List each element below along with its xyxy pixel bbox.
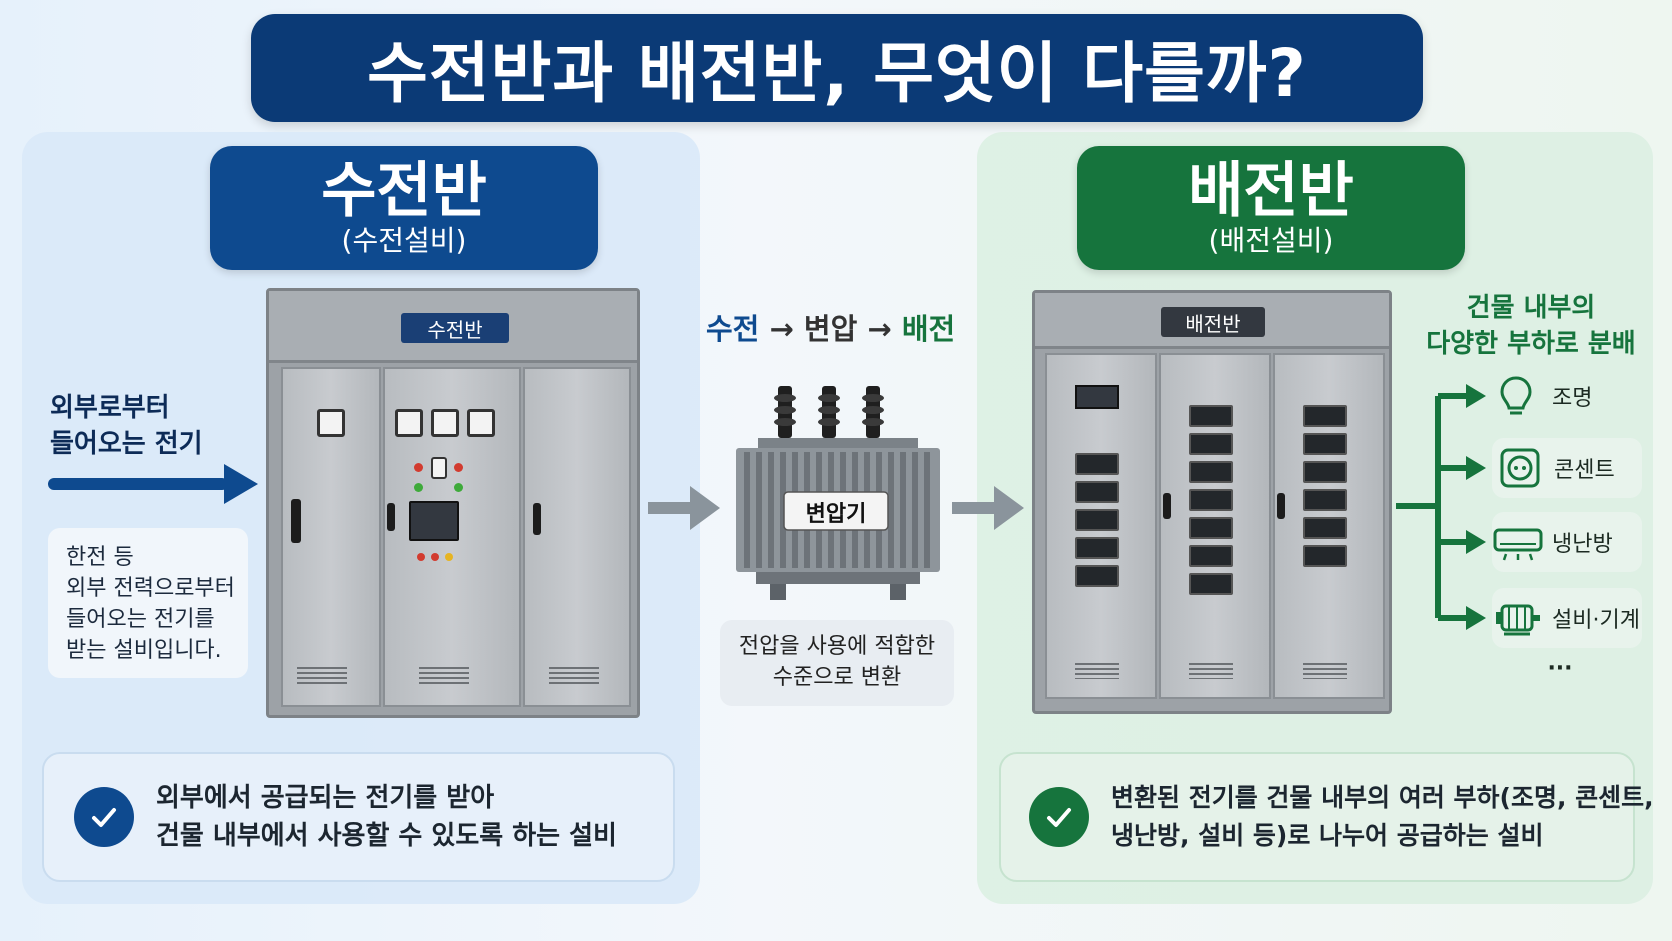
- receiving-summary-box: 외부에서 공급되는 전기를 받아 건물 내부에서 사용할 수 있도록 하는 설비: [42, 752, 675, 882]
- more-loads-ellipsis: ···: [1547, 656, 1573, 681]
- transformer-label: 변압기: [805, 502, 867, 527]
- load-distribution-title: 건물 내부의 다양한 부하로 분배: [1420, 290, 1642, 362]
- branch-arrows-icon: [1396, 384, 1486, 630]
- load-item-outlet: 콘센트: [1492, 438, 1642, 498]
- breaker: [1303, 545, 1347, 567]
- meter-icon: [317, 409, 345, 437]
- flow-step-receive: 수전: [706, 312, 760, 346]
- breaker: [1189, 545, 1233, 567]
- summary-line-1: 외부에서 공급되는 전기를 받아: [156, 783, 495, 813]
- page-title: 수전반과 배전반, 무엇이 다를까?: [367, 35, 1307, 112]
- breaker: [1189, 489, 1233, 511]
- door-handle: [291, 499, 301, 543]
- distribution-panel-cabinet: 배전반: [1032, 290, 1392, 714]
- distribution-summary-text: 변환된 전기를 건물 내부의 여러 부하(조명, 콘센트, 냉난방, 설비 등)…: [1111, 779, 1654, 855]
- breaker: [1189, 461, 1233, 483]
- receiving-description: 한전 등 외부 전력으로부터 들어오는 전기를 받는 설비입니다.: [48, 528, 248, 678]
- receiving-header: 수전반 (수전설비): [210, 146, 598, 270]
- load-title-line-2: 다양한 부하로 분배: [1426, 329, 1636, 359]
- note-line: 한전 등: [66, 545, 134, 570]
- transformer-icon: [736, 386, 940, 600]
- breaker: [1303, 517, 1347, 539]
- breaker: [1303, 461, 1347, 483]
- note-line: 전압을 사용에 적합한: [738, 634, 936, 659]
- incoming-arrow-icon: [48, 464, 258, 504]
- breaker: [1075, 565, 1119, 587]
- title-banner: 수전반과 배전반, 무엇이 다를까?: [251, 14, 1423, 122]
- load-label: 콘센트: [1554, 458, 1615, 483]
- check-icon: [1029, 787, 1089, 847]
- distribution-summary-box: 변환된 전기를 건물 내부의 여러 부하(조명, 콘센트, 냉난방, 설비 등)…: [999, 752, 1654, 882]
- breaker: [1075, 537, 1119, 559]
- receiving-cabinet-plate: 수전반: [401, 313, 509, 343]
- note-line: 들어오는 전기를: [66, 607, 215, 632]
- arrow-right-icon: [648, 486, 720, 530]
- summary-line-1: 변환된 전기를 건물 내부의 여러 부하(조명, 콘센트,: [1111, 783, 1654, 812]
- load-label: 조명: [1552, 386, 1593, 411]
- incoming-power-label: 외부로부터 들어오는 전기: [50, 390, 203, 462]
- controller-display: [409, 501, 459, 541]
- motor-icon: [1496, 604, 1540, 636]
- flow-arrow: →: [769, 312, 794, 346]
- note-line: 수준으로 변환: [772, 665, 902, 690]
- load-item-hvac: 냉난방: [1492, 512, 1642, 572]
- note-line: 받는 설비입니다.: [66, 638, 222, 663]
- meter-icon: [431, 409, 459, 437]
- breaker: [1075, 509, 1119, 531]
- breaker: [1189, 573, 1233, 595]
- meter-icon: [395, 409, 423, 437]
- distribution-header-subtitle: (배전설비): [1208, 224, 1334, 257]
- arrow-right-icon: [952, 486, 1024, 530]
- breaker: [1075, 453, 1119, 475]
- breaker: [1189, 433, 1233, 455]
- load-title-line-1: 건물 내부의: [1466, 293, 1596, 323]
- breaker: [1303, 489, 1347, 511]
- flow-step-distribute: 배전: [901, 312, 956, 346]
- load-item-machinery: 설비·기계: [1492, 588, 1642, 648]
- load-label: 냉난방: [1552, 532, 1613, 557]
- outlet-icon: [1500, 448, 1540, 488]
- flow-step-transform: 변압: [803, 312, 858, 346]
- breaker: [1303, 405, 1347, 427]
- receiving-header-title: 수전반: [321, 156, 487, 226]
- breaker: [1303, 433, 1347, 455]
- receiving-summary-text: 외부에서 공급되는 전기를 받아 건물 내부에서 사용할 수 있도록 하는 설비: [156, 779, 617, 855]
- incoming-line-1: 외부로부터: [50, 393, 170, 423]
- distribution-cabinet-plate: 배전반: [1161, 307, 1265, 337]
- check-icon: [74, 787, 134, 847]
- receiving-header-subtitle: (수전설비): [341, 224, 467, 257]
- distribution-header: 배전반 (배전설비): [1077, 146, 1465, 270]
- flow-sequence: 수전 → 변압 → 배전: [706, 306, 955, 348]
- breaker: [1189, 405, 1233, 427]
- transformer-description: 전압을 사용에 적합한 수준으로 변환: [720, 620, 954, 706]
- bulb-icon: [1500, 376, 1532, 415]
- summary-line-2: 냉난방, 설비 등)로 나누어 공급하는 설비: [1111, 821, 1544, 850]
- meter-icon: [467, 409, 495, 437]
- flow-arrow: →: [867, 312, 892, 346]
- breaker: [1075, 481, 1119, 503]
- summary-line-2: 건물 내부에서 사용할 수 있도록 하는 설비: [156, 821, 617, 851]
- distribution-header-title: 배전반: [1188, 156, 1354, 226]
- receiving-panel-cabinet: 수전반: [266, 288, 640, 718]
- note-line: 외부 전력으로부터: [66, 576, 235, 601]
- breaker: [1189, 517, 1233, 539]
- incoming-line-2: 들어오는 전기: [50, 429, 203, 459]
- air-conditioner-icon: [1493, 528, 1543, 561]
- load-item-lighting: 조명: [1492, 366, 1642, 426]
- load-label: 설비·기계: [1552, 608, 1640, 633]
